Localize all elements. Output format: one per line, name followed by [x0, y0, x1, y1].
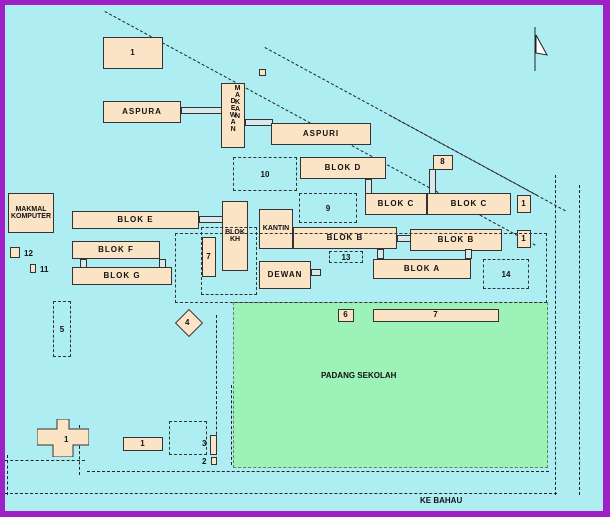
plot-3-label: 3	[202, 439, 207, 448]
plot-1-cross-label: 1	[64, 435, 69, 444]
plot-6: 6	[338, 309, 354, 322]
dewan-building: DEWAN	[259, 261, 311, 289]
boundary-line-right-2	[579, 185, 580, 495]
plot-11-building	[30, 264, 36, 273]
plot-1-right-b: 1	[517, 230, 531, 248]
blok-c-building-1: BLOK C	[365, 193, 427, 215]
plot-1-bottom: 1	[123, 437, 163, 451]
small-building	[259, 69, 266, 76]
corridor-dewan	[311, 269, 321, 276]
field-label: PADANG SEKOLAH	[321, 371, 397, 380]
plot-8: 8	[433, 155, 453, 170]
makmal-komputer-building: MAKMAL KOMPUTER	[8, 193, 54, 233]
corridor-blok-e	[199, 216, 223, 223]
makmal-label: MAKMAL	[15, 205, 47, 213]
school-field	[233, 302, 548, 468]
blok-b-building-1: BLOK B	[293, 227, 397, 249]
plot-12-label: 12	[24, 249, 33, 258]
aspuri-building: ASPURI	[271, 123, 371, 145]
road-label: KE BAHAU	[420, 496, 463, 505]
komputer-label: KOMPUTER	[10, 213, 52, 220]
plot-7-long: 7	[373, 309, 499, 322]
compound-outline	[175, 233, 547, 303]
plot-7-small: 7	[202, 237, 216, 277]
plot-2-building	[211, 457, 217, 465]
corridor-aspura	[181, 107, 223, 114]
plot-13: 13	[329, 251, 363, 263]
plot-1-top: 1	[103, 37, 163, 69]
plot-3-building	[210, 435, 217, 455]
corridor-blok-a-2	[465, 249, 472, 259]
plot-5: 5	[53, 301, 71, 357]
boundary-line-right-1	[555, 175, 556, 495]
plot-1-cross	[36, 418, 90, 458]
blok-a-building: BLOK A	[373, 259, 471, 279]
blok-d-building: BLOK D	[300, 157, 386, 179]
flag-icon	[527, 25, 551, 71]
kantin-building: KANTIN	[259, 209, 293, 249]
plot-9: 9	[299, 193, 357, 223]
boundary-line-bottom-2	[5, 460, 85, 461]
plot-12-building	[10, 247, 20, 258]
boundary-line-road	[5, 493, 557, 494]
dewan-makan-label-b: MAKAN	[234, 85, 241, 120]
corridor-8	[429, 169, 436, 195]
plot-11-label: 11	[40, 265, 49, 274]
aspura-building: ASPURA	[103, 101, 181, 123]
blok-g-building: BLOK G	[72, 267, 172, 285]
plot-10: 10	[233, 157, 297, 191]
dewan-makan-label-a: DEWAN	[229, 98, 237, 133]
blok-kh-building: BLOK KH	[222, 201, 248, 271]
plot-14: 14	[483, 259, 529, 289]
blok-c-building-2: BLOK C	[427, 193, 511, 215]
blok-e-building: BLOK E	[72, 211, 199, 229]
corridor-blok-b	[397, 235, 411, 242]
corridor-blok-a	[377, 249, 384, 259]
dewan-makan-building: DEWAN	[221, 83, 245, 148]
corridor-dewan-makan	[245, 119, 273, 126]
plot-4-label: 4	[185, 318, 190, 327]
plot-2-label: 2	[202, 457, 207, 466]
map-canvas: PADANG SEKOLAH KE BAHAU 1 ASPURA	[5, 5, 603, 511]
boundary-line-bottom	[87, 471, 549, 472]
boundary-line-left2	[231, 385, 232, 465]
plot-3-outline	[169, 421, 207, 455]
plot-1-right-a: 1	[517, 195, 531, 213]
boundary-line-left4	[7, 455, 8, 495]
blok-f-building: BLOK F	[72, 241, 160, 259]
courtyard-outline	[201, 227, 257, 295]
